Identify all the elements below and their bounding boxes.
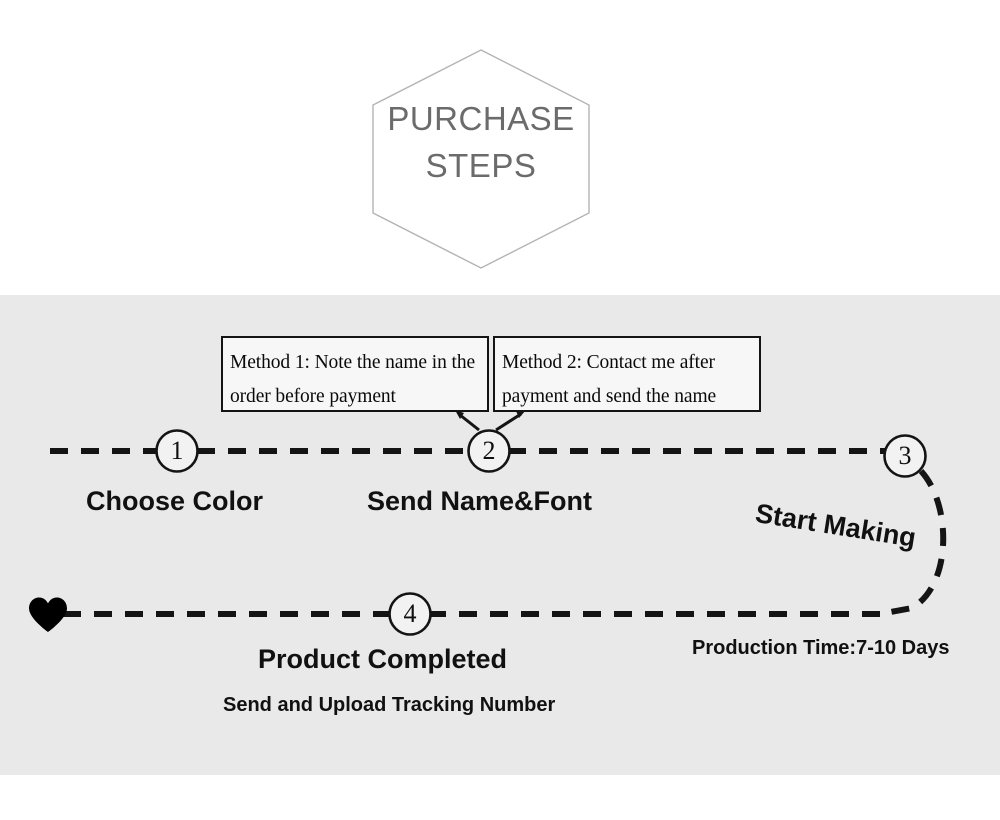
step-marker-2-number: 2 [483,436,496,465]
step-marker-4[interactable]: 4 [388,592,432,636]
callout-method-1: Method 1: Note the name in the order bef… [221,336,489,412]
page-title: PURCHASE STEPS [387,100,575,184]
heart-icon [29,597,67,632]
hexagon-outline [372,49,590,269]
hexagon-badge [370,48,592,270]
step-marker-1[interactable]: 1 [155,429,199,473]
step-marker-3-number: 3 [899,441,912,470]
step-label-4: Product Completed [258,644,508,674]
step-sublabel-3: Production Time:7-10 Days [692,637,950,659]
callout-arrow-right [495,410,526,432]
step-marker-1-number: 1 [171,436,184,465]
step-marker-4-number: 4 [404,599,417,628]
callout-arrow-left [455,410,480,432]
footer-band [0,775,1000,820]
step-sublabel-4: Send and Upload Tracking Number [223,694,556,716]
step-label-2: Send Name&Font [367,486,593,516]
step-label-1: Choose Color [86,486,264,516]
callout-method-2: Method 2: Contact me after payment and s… [493,336,761,412]
header-band: PURCHASE STEPS [0,0,1000,295]
step-marker-3[interactable]: 3 [883,434,927,478]
step-marker-2[interactable]: 2 [467,429,511,473]
